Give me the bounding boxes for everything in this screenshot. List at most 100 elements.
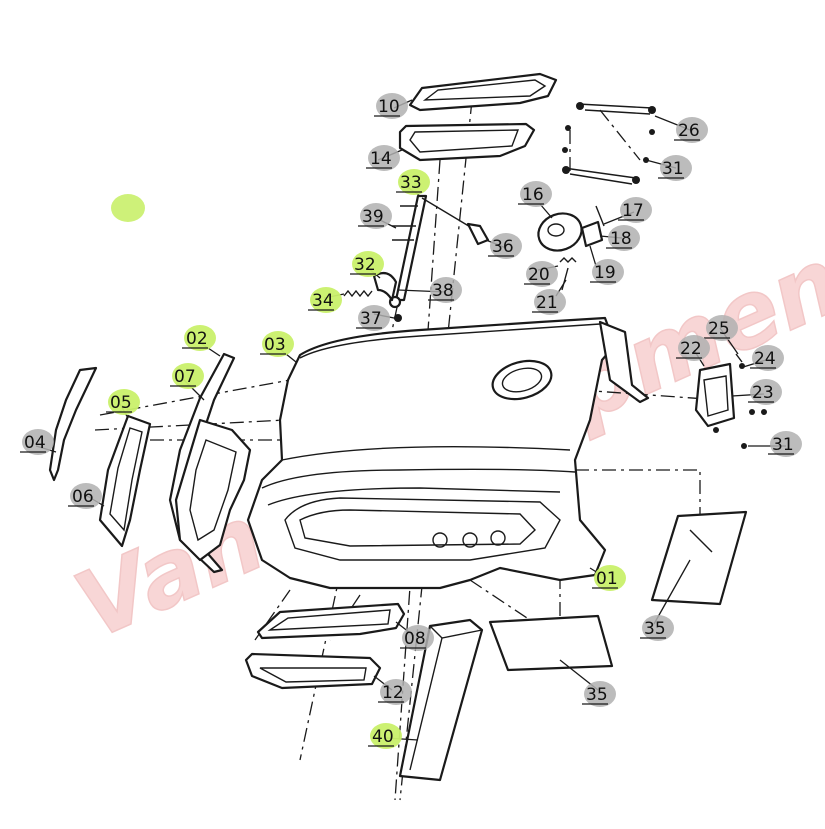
- callout-14: 14: [366, 145, 400, 171]
- callout-bubble: [262, 331, 294, 357]
- callout-04: 04: [20, 429, 54, 455]
- callout-06: 06: [68, 483, 102, 509]
- callout-bubble: [370, 723, 402, 749]
- callout-number: 36: [492, 237, 514, 257]
- callout-39: 39: [358, 203, 392, 229]
- callout-number: 14: [370, 149, 392, 169]
- callout-bubble: [770, 431, 802, 457]
- part-22-bracket: [694, 353, 767, 449]
- callout-bubble: [660, 155, 692, 181]
- callout-03: 03: [260, 331, 294, 357]
- callout-number: 33: [400, 173, 422, 193]
- callout-40: 40: [368, 723, 402, 749]
- callout-bubble: [534, 289, 566, 315]
- callout-33: 33: [396, 169, 430, 195]
- callout-number: 19: [594, 263, 616, 283]
- part-12-lower-trim: [244, 652, 382, 690]
- callout-number: 34: [312, 291, 334, 311]
- callout-37: 37: [356, 305, 390, 331]
- callout-36: 36: [488, 233, 522, 259]
- callout-bubble: [108, 389, 140, 415]
- callout-bubble: [678, 335, 710, 361]
- part-35-panel-right: [650, 510, 748, 606]
- callout-21: 21: [532, 289, 566, 315]
- callout-31: 31: [658, 155, 692, 181]
- callout-35: 35: [640, 615, 674, 641]
- callout-38: 38: [428, 277, 462, 303]
- callout-25: 25: [704, 315, 738, 341]
- part-39-bolts: [392, 205, 418, 241]
- callout-number: 02: [186, 329, 208, 349]
- callout-bubble: [310, 287, 342, 313]
- callout-bubble: [430, 277, 462, 303]
- callout-number: 35: [586, 685, 608, 705]
- part-10-upper-trim: [408, 72, 558, 112]
- callout-bubble: [380, 679, 412, 705]
- callout-bubble: [526, 261, 558, 287]
- part-31-gas-spring: [562, 147, 649, 185]
- callout-number: 22: [680, 339, 702, 359]
- part-04-side-strip: [48, 366, 98, 482]
- callout-08: 08: [400, 625, 434, 651]
- callout-bubble: [70, 483, 102, 509]
- callout-bubble: [750, 379, 782, 405]
- callout-bubble: [22, 429, 54, 455]
- callout-bubble: [490, 233, 522, 259]
- callout-bubble: [594, 565, 626, 591]
- callout-05: 05: [106, 389, 140, 415]
- callout-bubble: [358, 305, 390, 331]
- callout-number: 31: [772, 435, 794, 455]
- callout-number: 38: [432, 281, 454, 301]
- callout-bubble: [584, 681, 616, 707]
- callout-number: 39: [362, 207, 384, 227]
- callout-19: 19: [590, 259, 624, 285]
- callout-number: 17: [622, 201, 644, 221]
- callout-01: 01: [592, 565, 626, 591]
- part-02-front-panel: [168, 352, 252, 574]
- callout-12: 12: [378, 679, 412, 705]
- callout-bubble: [402, 625, 434, 651]
- callout-bubble: [620, 197, 652, 223]
- callout-layer: 10 14 26 31 33 16 17 39 36 18 32 20 19 38 21 34 37 25 02 03…: [20, 93, 802, 749]
- part-32-latch: [372, 271, 398, 302]
- callout-10: 10: [374, 93, 408, 119]
- callout-26: 26: [674, 117, 708, 143]
- callout-bubble: [676, 117, 708, 143]
- callout-bubble: [398, 169, 430, 195]
- callout-16: 16: [518, 181, 552, 207]
- callout-bubble: [520, 181, 552, 207]
- part-14-trim: [398, 122, 536, 162]
- part-06-lens: [98, 414, 152, 548]
- callout-number: 26: [678, 121, 700, 141]
- highlight-marker: [111, 194, 145, 222]
- part-26-gas-spring: [565, 102, 656, 135]
- callout-32: 32: [350, 251, 384, 277]
- callout-number: 37: [360, 309, 382, 329]
- callout-23: 23: [748, 379, 782, 405]
- callout-17: 17: [618, 197, 652, 223]
- part-08-lower-trim: [256, 602, 406, 640]
- callout-number: 05: [110, 393, 132, 413]
- callout-number: 07: [174, 367, 196, 387]
- callout-number: 06: [72, 487, 94, 507]
- callout-31: 31: [768, 431, 802, 457]
- callout-35: 35: [582, 681, 616, 707]
- callout-number: 08: [404, 629, 426, 649]
- part-16-fuel-cap: [537, 205, 605, 252]
- callout-bubble: [368, 145, 400, 171]
- callout-number: 24: [754, 349, 776, 369]
- part-01-main-body: [246, 316, 650, 590]
- callout-number: 10: [378, 97, 400, 117]
- callout-number: 03: [264, 335, 286, 355]
- callout-number: 16: [522, 185, 544, 205]
- callout-bubble: [184, 325, 216, 351]
- callout-number: 25: [708, 319, 730, 339]
- callout-18: 18: [606, 225, 640, 251]
- part-20-21-spring: [559, 257, 577, 291]
- callout-number: 04: [24, 433, 46, 453]
- callout-24: 24: [750, 345, 784, 371]
- callout-number: 20: [528, 265, 550, 285]
- callout-number: 21: [536, 293, 558, 313]
- part-33-hinge-arm: [388, 194, 490, 322]
